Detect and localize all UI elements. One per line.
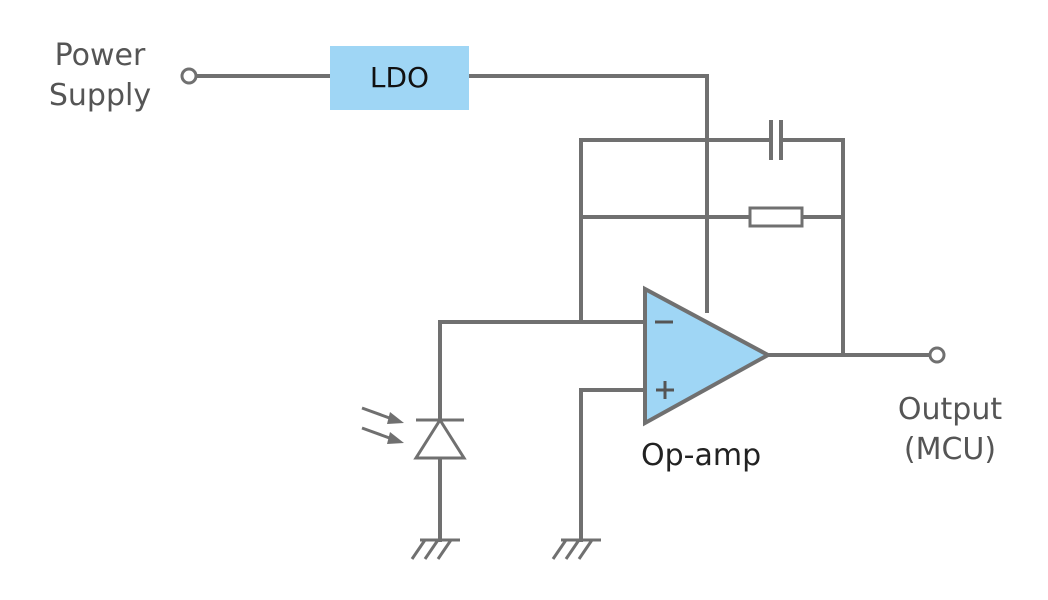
output-terminal [928,346,946,364]
wire-noninverting-input [579,388,647,542]
power-supply-label: Power Supply [30,36,170,116]
wire-feedback-top-right [779,138,845,357]
photodiode-icon [413,417,467,460]
ldo-label: LDO [369,61,430,94]
opamp-plus-sign [656,381,674,399]
capacitor-icon [769,120,783,160]
opamp-triangle [643,285,773,427]
power-supply-label-line2: Supply [48,78,152,113]
wire-ldo-to-opamp-supply [466,74,709,313]
output-label: Output (MCU) [880,390,1020,470]
output-label-line1: Output [897,392,1003,427]
wire-feedback-top-left [579,138,772,324]
light-arrows-icon [361,406,404,444]
power-terminal [180,67,198,85]
ground-icon-photodiode [410,538,460,560]
output-label-line2: (MCU) [903,432,997,467]
ldo-block [330,46,469,110]
resistor-icon [748,206,804,228]
opamp-label: Op-amp [641,438,762,473]
ground-icon-opamp [551,538,601,560]
power-supply-label-line1: Power [54,38,146,73]
